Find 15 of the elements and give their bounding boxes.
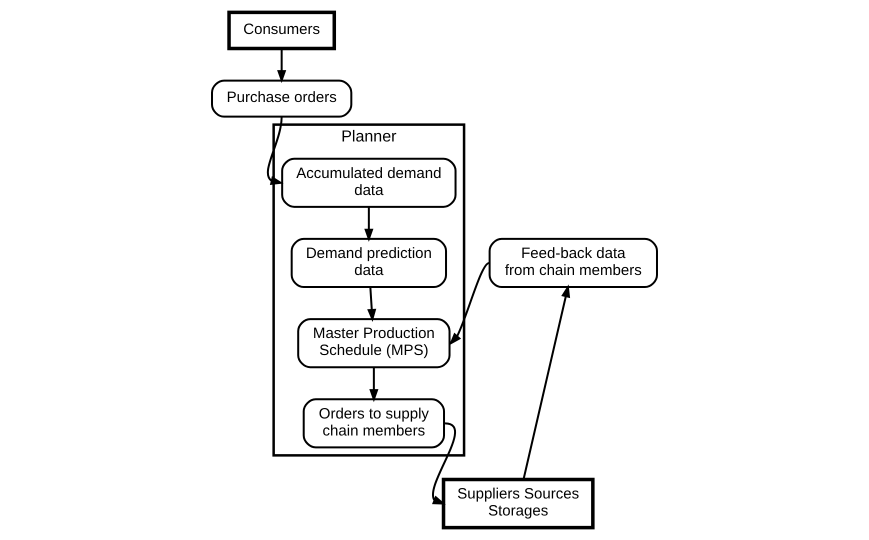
node-box: Demand prediction data [290,238,448,288]
node-box: Suppliers Sources Storages [442,478,595,530]
arrow [367,287,376,322]
node-box: Orders to supply chain members [302,398,446,448]
arrow [277,48,286,84]
arrow [449,262,490,346]
node-box: Purchase orders [211,80,352,118]
arrow [369,368,378,402]
node-box: Accumulated demand data [281,158,457,208]
node-box: Feed-back data from chain members [488,238,658,288]
arrow [266,116,284,186]
node-box: Master Production Schedule (MPS) [297,318,451,368]
arrow [364,207,374,242]
node-box: Consumers [227,10,336,50]
arrow [522,284,570,480]
